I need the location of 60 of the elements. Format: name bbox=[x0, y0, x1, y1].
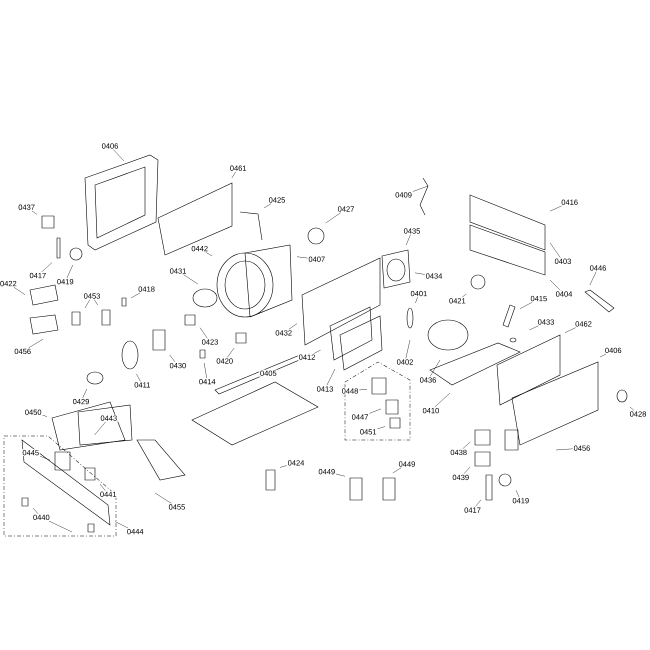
leader-line bbox=[630, 406, 634, 411]
leader-line bbox=[114, 521, 128, 528]
leader-line bbox=[600, 354, 606, 358]
leader-line bbox=[550, 242, 561, 258]
leader-line bbox=[130, 292, 140, 298]
leader-line bbox=[28, 338, 44, 348]
leader-line bbox=[48, 520, 72, 532]
leader-line bbox=[392, 468, 402, 474]
leader-line bbox=[359, 388, 368, 390]
leader-line bbox=[406, 234, 411, 246]
leader-line bbox=[336, 474, 346, 476]
leader-line bbox=[556, 448, 573, 450]
leader-line bbox=[227, 348, 234, 358]
leader-line bbox=[32, 508, 38, 514]
leader-line bbox=[590, 271, 596, 286]
leader-line bbox=[136, 374, 141, 382]
leader-line bbox=[326, 212, 341, 224]
leader-line bbox=[529, 325, 539, 330]
leader-line bbox=[264, 203, 272, 208]
leader-line bbox=[232, 172, 236, 178]
leader-line bbox=[414, 272, 425, 275]
leader-line bbox=[296, 256, 308, 258]
leader-line bbox=[550, 206, 562, 212]
leader-line bbox=[516, 490, 520, 498]
leader-line bbox=[406, 340, 410, 359]
leader-line bbox=[415, 297, 418, 304]
leader-line bbox=[462, 442, 470, 449]
leader-line bbox=[170, 354, 176, 362]
leader-line bbox=[475, 500, 482, 507]
leader-line bbox=[200, 328, 208, 339]
leader-line bbox=[42, 262, 52, 272]
leader-line bbox=[154, 492, 172, 504]
leader-line bbox=[14, 287, 26, 295]
leader-line bbox=[377, 426, 386, 430]
leader-line bbox=[82, 388, 88, 398]
leader-line bbox=[100, 484, 106, 491]
leader-line bbox=[564, 327, 576, 333]
leader-line bbox=[434, 392, 450, 408]
leader-line bbox=[94, 299, 98, 306]
leader-line bbox=[84, 299, 90, 308]
leader-line bbox=[462, 294, 466, 298]
leader-line bbox=[326, 368, 336, 386]
leader-line bbox=[412, 186, 428, 192]
leader-line bbox=[42, 414, 48, 417]
leader-line bbox=[204, 362, 207, 378]
leader-line bbox=[369, 408, 382, 414]
leader-line bbox=[206, 252, 212, 256]
leader-line bbox=[464, 466, 470, 474]
leader-line bbox=[550, 280, 561, 291]
leader-line bbox=[40, 456, 50, 460]
leader-line bbox=[94, 422, 106, 436]
leader-line bbox=[520, 302, 532, 310]
leader-line bbox=[183, 274, 198, 284]
leader-line bbox=[288, 323, 298, 330]
leader-line bbox=[430, 360, 440, 377]
leader-line bbox=[32, 210, 38, 215]
leader-line bbox=[66, 264, 74, 278]
leader-line bbox=[280, 465, 287, 468]
leader-line bbox=[314, 350, 321, 354]
leader-line bbox=[113, 149, 124, 162]
